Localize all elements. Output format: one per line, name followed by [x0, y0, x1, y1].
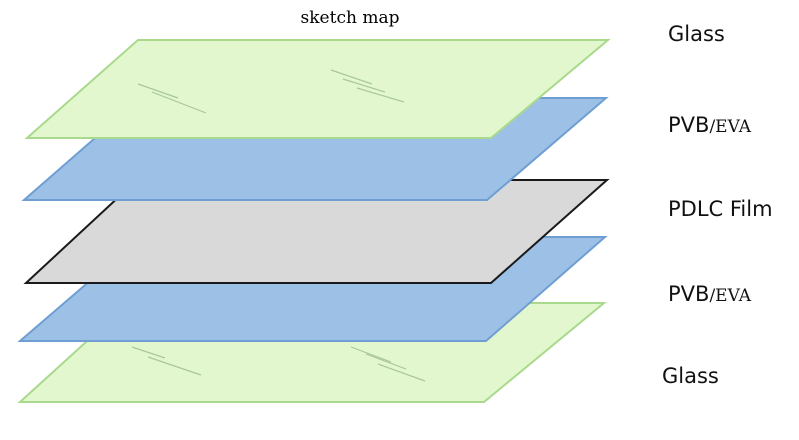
glass-layer-top [24, 39, 611, 139]
glass-reflection-marks-bottom [131, 346, 426, 382]
label-glass-top: Glass [668, 22, 725, 46]
label-glass-bottom: Glass [662, 364, 719, 388]
label-pvb-top-main: PVB [668, 113, 710, 137]
label-pdlc-film: PDLC Film [668, 197, 773, 221]
label-pvb-bottom-main: PVB [668, 282, 710, 306]
label-pvb-top-suffix: /EVA [709, 117, 751, 137]
glass-reflection-marks-top [137, 69, 405, 114]
label-pvb-bottom-suffix: /EVA [709, 286, 751, 306]
label-pvb-eva-bottom: PVB/EVA [668, 282, 751, 306]
label-pvb-eva-top: PVB/EVA [668, 113, 751, 137]
diagram-title: sketch map [300, 8, 400, 28]
